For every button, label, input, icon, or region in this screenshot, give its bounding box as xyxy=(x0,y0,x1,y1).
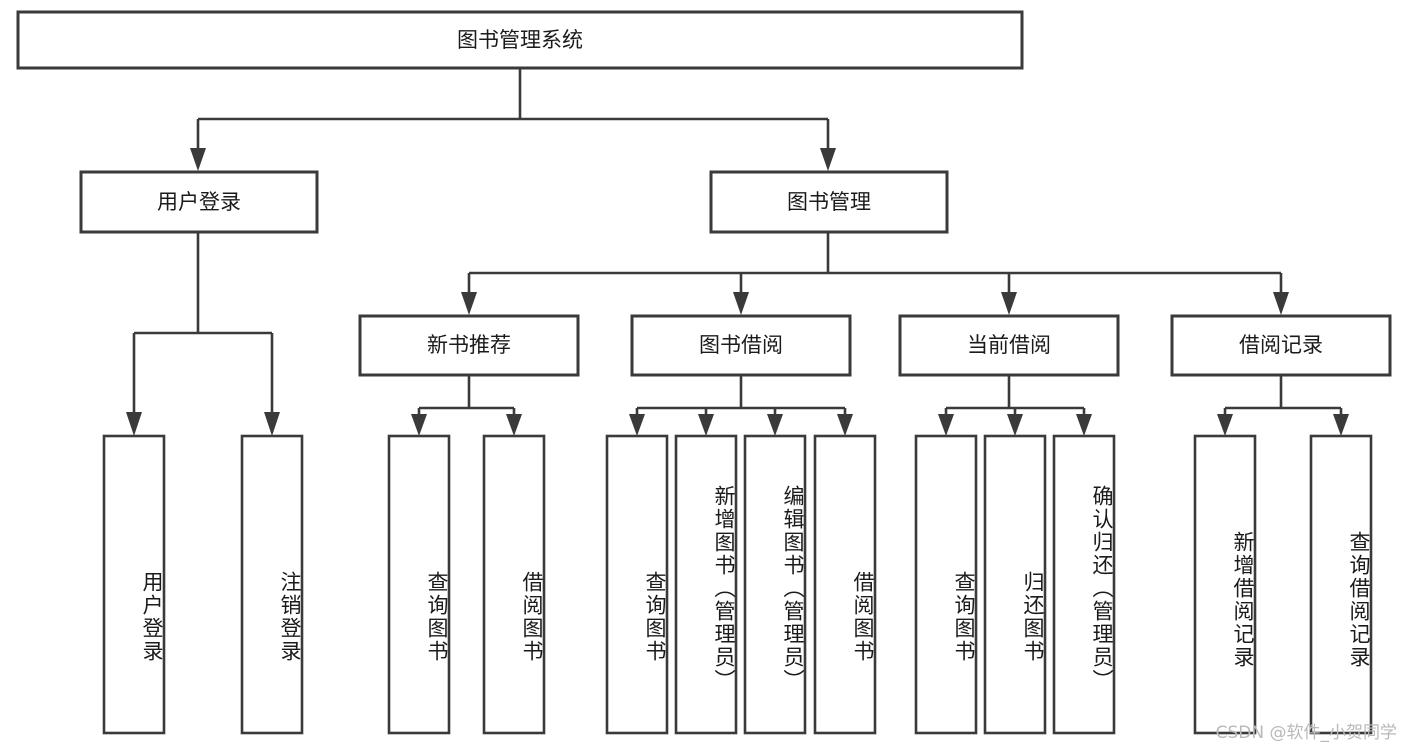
node-borrow-record-label: 借阅记录 xyxy=(1239,333,1323,357)
node-root-system-label: 图书管理系统 xyxy=(457,28,583,52)
node-current-borrow-label: 当前借阅 xyxy=(967,333,1051,357)
leaf-box-recommend-borrow[interactable] xyxy=(482,434,546,735)
arrow-head-icon xyxy=(733,292,749,315)
leaf-box-current-query[interactable] xyxy=(914,434,978,735)
edge-layer xyxy=(126,68,1349,436)
node-current-borrow[interactable]: 当前借阅 xyxy=(898,314,1120,377)
arrow-head-icon xyxy=(1001,292,1017,315)
leaf-box-current-return[interactable] xyxy=(983,434,1047,735)
node-new-book-recommend-label: 新书推荐 xyxy=(427,333,511,357)
arrow-head-icon xyxy=(126,412,142,436)
arrow-head-icon xyxy=(837,414,853,436)
arrow-head-icon xyxy=(1076,414,1092,436)
leaf-box-record-add[interactable] xyxy=(1193,434,1257,735)
leaf-box-current-confirm[interactable] xyxy=(1052,434,1116,735)
leaf-box-user-login-signout[interactable] xyxy=(240,434,304,735)
leaf-box-borrow-lend[interactable] xyxy=(813,434,877,735)
node-book-management-label: 图书管理 xyxy=(787,190,871,214)
arrow-head-icon xyxy=(629,414,645,436)
csdn-watermark: CSDN @软件_小贺同学 xyxy=(1215,723,1397,743)
arrow-head-icon xyxy=(1273,292,1289,315)
arrow-head-icon xyxy=(190,148,206,171)
leaf-box-recommend-query[interactable] xyxy=(387,434,451,735)
arrow-head-icon xyxy=(506,414,522,436)
arrow-head-icon xyxy=(411,414,427,436)
leaf-box-borrow-query[interactable] xyxy=(605,434,669,735)
arrow-head-icon xyxy=(698,414,714,436)
node-root-system[interactable]: 图书管理系统 xyxy=(16,10,1024,70)
leaf-box-borrow-add[interactable] xyxy=(674,434,738,735)
node-new-book-recommend[interactable]: 新书推荐 xyxy=(358,314,580,377)
node-user-login[interactable]: 用户登录 xyxy=(79,170,319,234)
arrow-head-icon xyxy=(1007,414,1023,436)
arrow-head-icon xyxy=(1217,414,1233,436)
node-book-borrow[interactable]: 图书借阅 xyxy=(630,314,852,377)
leaf-box-user-login-signin[interactable] xyxy=(102,434,166,735)
node-book-management[interactable]: 图书管理 xyxy=(709,170,949,234)
leaf-box-borrow-edit[interactable] xyxy=(743,434,807,735)
node-borrow-record[interactable]: 借阅记录 xyxy=(1170,314,1392,377)
node-user-login-label: 用户登录 xyxy=(157,190,241,214)
node-layer: 图书管理系统 用户登录 图书管理 新书推荐 图书借阅 当前 xyxy=(16,10,1392,735)
node-book-borrow-label: 图书借阅 xyxy=(699,333,783,357)
arrow-head-icon xyxy=(938,414,954,436)
arrow-head-icon xyxy=(767,414,783,436)
leaf-box-record-query[interactable] xyxy=(1309,434,1373,735)
arrow-head-icon xyxy=(461,292,477,315)
arrow-head-icon xyxy=(264,412,280,436)
arrow-head-icon xyxy=(820,148,836,171)
arrow-head-icon xyxy=(1333,414,1349,436)
